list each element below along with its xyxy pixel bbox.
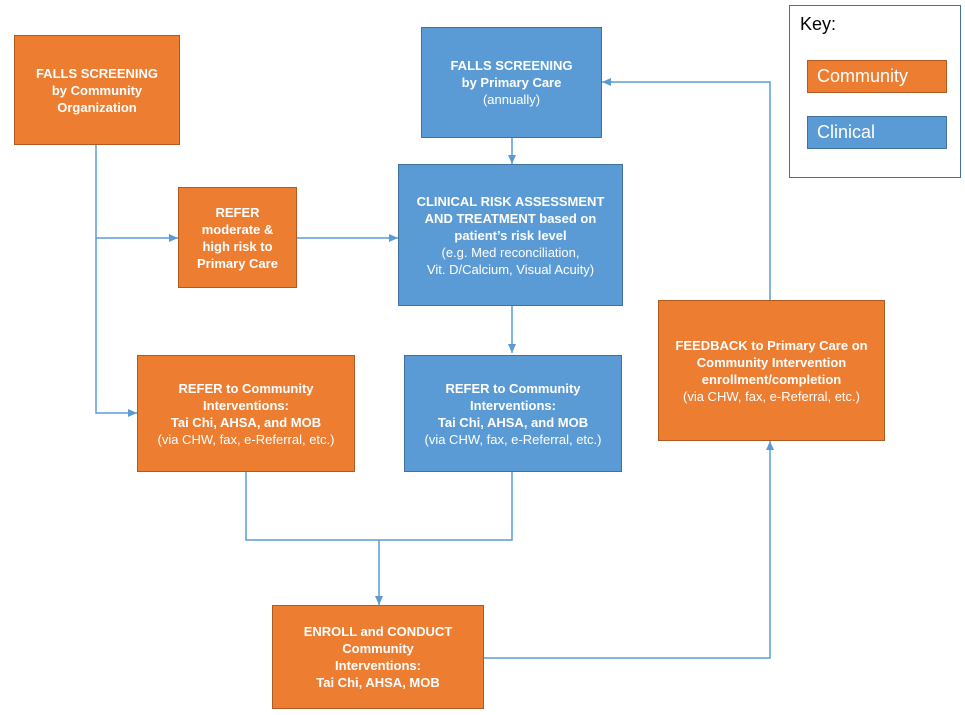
node-text-line: (via CHW, fax, e-Referral, etc.) xyxy=(683,388,860,404)
node-text-line: Interventions: xyxy=(335,658,421,673)
legend-community-label: Community xyxy=(817,66,909,86)
enroll-conduct-interventions-node: ENROLL and CONDUCT Community Interventio… xyxy=(272,605,484,709)
refer-community-interventions-left-node: REFER to Community Interventions: Tai Ch… xyxy=(137,355,355,472)
node-text-line: AND TREATMENT based on xyxy=(424,210,597,226)
connector-community-screening-to-refer-primary xyxy=(95,145,178,242)
node-text-line: REFER to Community xyxy=(178,380,314,396)
legend-clinical-swatch: Clinical xyxy=(807,116,947,149)
node-text-line: CLINICAL RISK ASSESSMENT xyxy=(416,193,605,209)
node-text-line: Organization xyxy=(57,99,137,115)
node-text-line: FALLS SCREENING xyxy=(35,65,159,81)
legend-community-swatch: Community xyxy=(807,60,947,93)
feedback-primary-care-node: FEEDBACK to Primary Care on Community In… xyxy=(658,300,885,441)
node-text-line: REFER to Community xyxy=(445,380,581,396)
connector-enroll-to-feedback xyxy=(484,441,774,659)
connector-feedback-to-primary-screening xyxy=(602,78,771,300)
node-text-line: moderate & xyxy=(201,221,274,237)
node-text-line: by Community xyxy=(51,82,143,98)
node-text-line: patient’s risk level xyxy=(454,227,567,243)
connector-refer-left-to-join xyxy=(245,472,513,541)
node-text-line: Community Intervention xyxy=(696,354,847,370)
falls-screening-community-node: FALLS SCREENING by Community Organizatio… xyxy=(14,35,180,145)
clinical-risk-assessment-node: CLINICAL RISK ASSESSMENT AND TREATMENT b… xyxy=(398,164,623,306)
node-text-line: Tai Chi, AHSA, MOB xyxy=(316,675,440,690)
node-text-line: (via CHW, fax, e-Referral, etc.) xyxy=(157,431,335,447)
node-text-line: REFER xyxy=(215,204,260,220)
node-text-line: (e.g. Med reconciliation, xyxy=(441,244,580,260)
node-text-line: high risk to xyxy=(202,238,273,254)
node-text-line: by Primary Care xyxy=(461,75,562,90)
legend-title: Key: xyxy=(800,14,837,34)
legend-clinical-label: Clinical xyxy=(817,122,876,142)
node-text-line: Tai Chi, AHSA, and MOB xyxy=(170,414,322,430)
node-text-line: enrollment/completion xyxy=(701,371,842,387)
node-text-line: Community xyxy=(342,641,414,656)
node-text-line: Primary Care xyxy=(197,255,278,271)
node-text-line: Interventions: xyxy=(203,397,289,413)
node-text-line: FEEDBACK to Primary Care on xyxy=(675,337,868,353)
node-text-line: (annually) xyxy=(482,92,541,107)
node-text-line: ENROLL and CONDUCT xyxy=(303,624,453,639)
node-text-line: FALLS SCREENING xyxy=(450,58,573,73)
legend-key: Key: Community Clinical xyxy=(789,5,961,178)
node-text-line: Interventions: xyxy=(470,397,556,413)
connector-community-screening-to-refer-community xyxy=(95,238,137,417)
refer-community-interventions-right-node: REFER to Community Interventions: Tai Ch… xyxy=(404,355,622,472)
node-text-line: Vit. D/Calcium, Visual Acuity) xyxy=(426,261,595,277)
node-text-line: Tai Chi, AHSA, and MOB xyxy=(437,414,589,430)
node-text-line: (via CHW, fax, e-Referral, etc.) xyxy=(424,431,602,447)
refer-primary-care-node: REFER moderate & high risk to Primary Ca… xyxy=(178,187,297,288)
falls-screening-primary-node: FALLS SCREENING by Primary Care (annuall… xyxy=(421,27,602,138)
